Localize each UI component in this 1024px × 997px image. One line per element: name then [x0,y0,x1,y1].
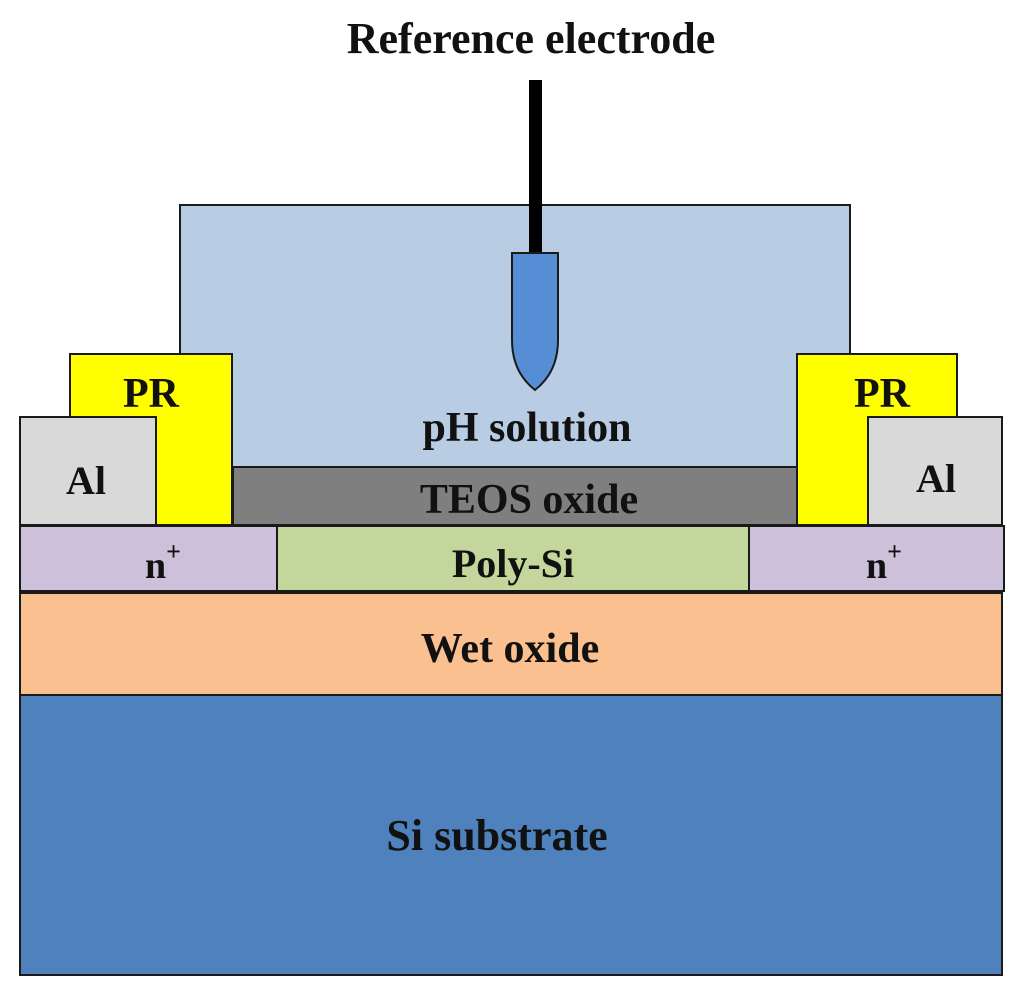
electrode-wire [529,80,542,256]
poly-si-layer [276,525,750,592]
n-plus-left-base: n [145,545,166,587]
wet-oxide-layer [19,592,1003,696]
al-left-label: Al [66,458,106,503]
wet-oxide-label: Wet oxide [421,626,599,672]
teos-oxide-label: TEOS oxide [420,477,638,523]
poly-si-label: Poly-Si [452,541,574,586]
reference-electrode-label: Reference electrode [347,14,715,63]
pr-left-label: PR [123,371,180,417]
n-plus-right-label: n+ [866,537,902,587]
al-right-contact [867,416,1003,526]
si-substrate-label: Si substrate [386,811,607,860]
n-plus-right-base: n [866,545,887,587]
teos-oxide-layer [232,466,798,526]
al-left-contact [19,416,157,526]
electrode-tip [511,252,559,392]
n-plus-right-sup: + [887,537,902,566]
ph-solution-label: pH solution [423,405,632,451]
n-plus-right-region [748,525,1005,592]
n-plus-left-sup: + [166,537,181,566]
n-plus-left-label: n+ [145,537,181,587]
si-substrate-layer [19,694,1003,976]
al-right-label: Al [916,456,956,501]
pr-right-label: PR [854,371,911,417]
